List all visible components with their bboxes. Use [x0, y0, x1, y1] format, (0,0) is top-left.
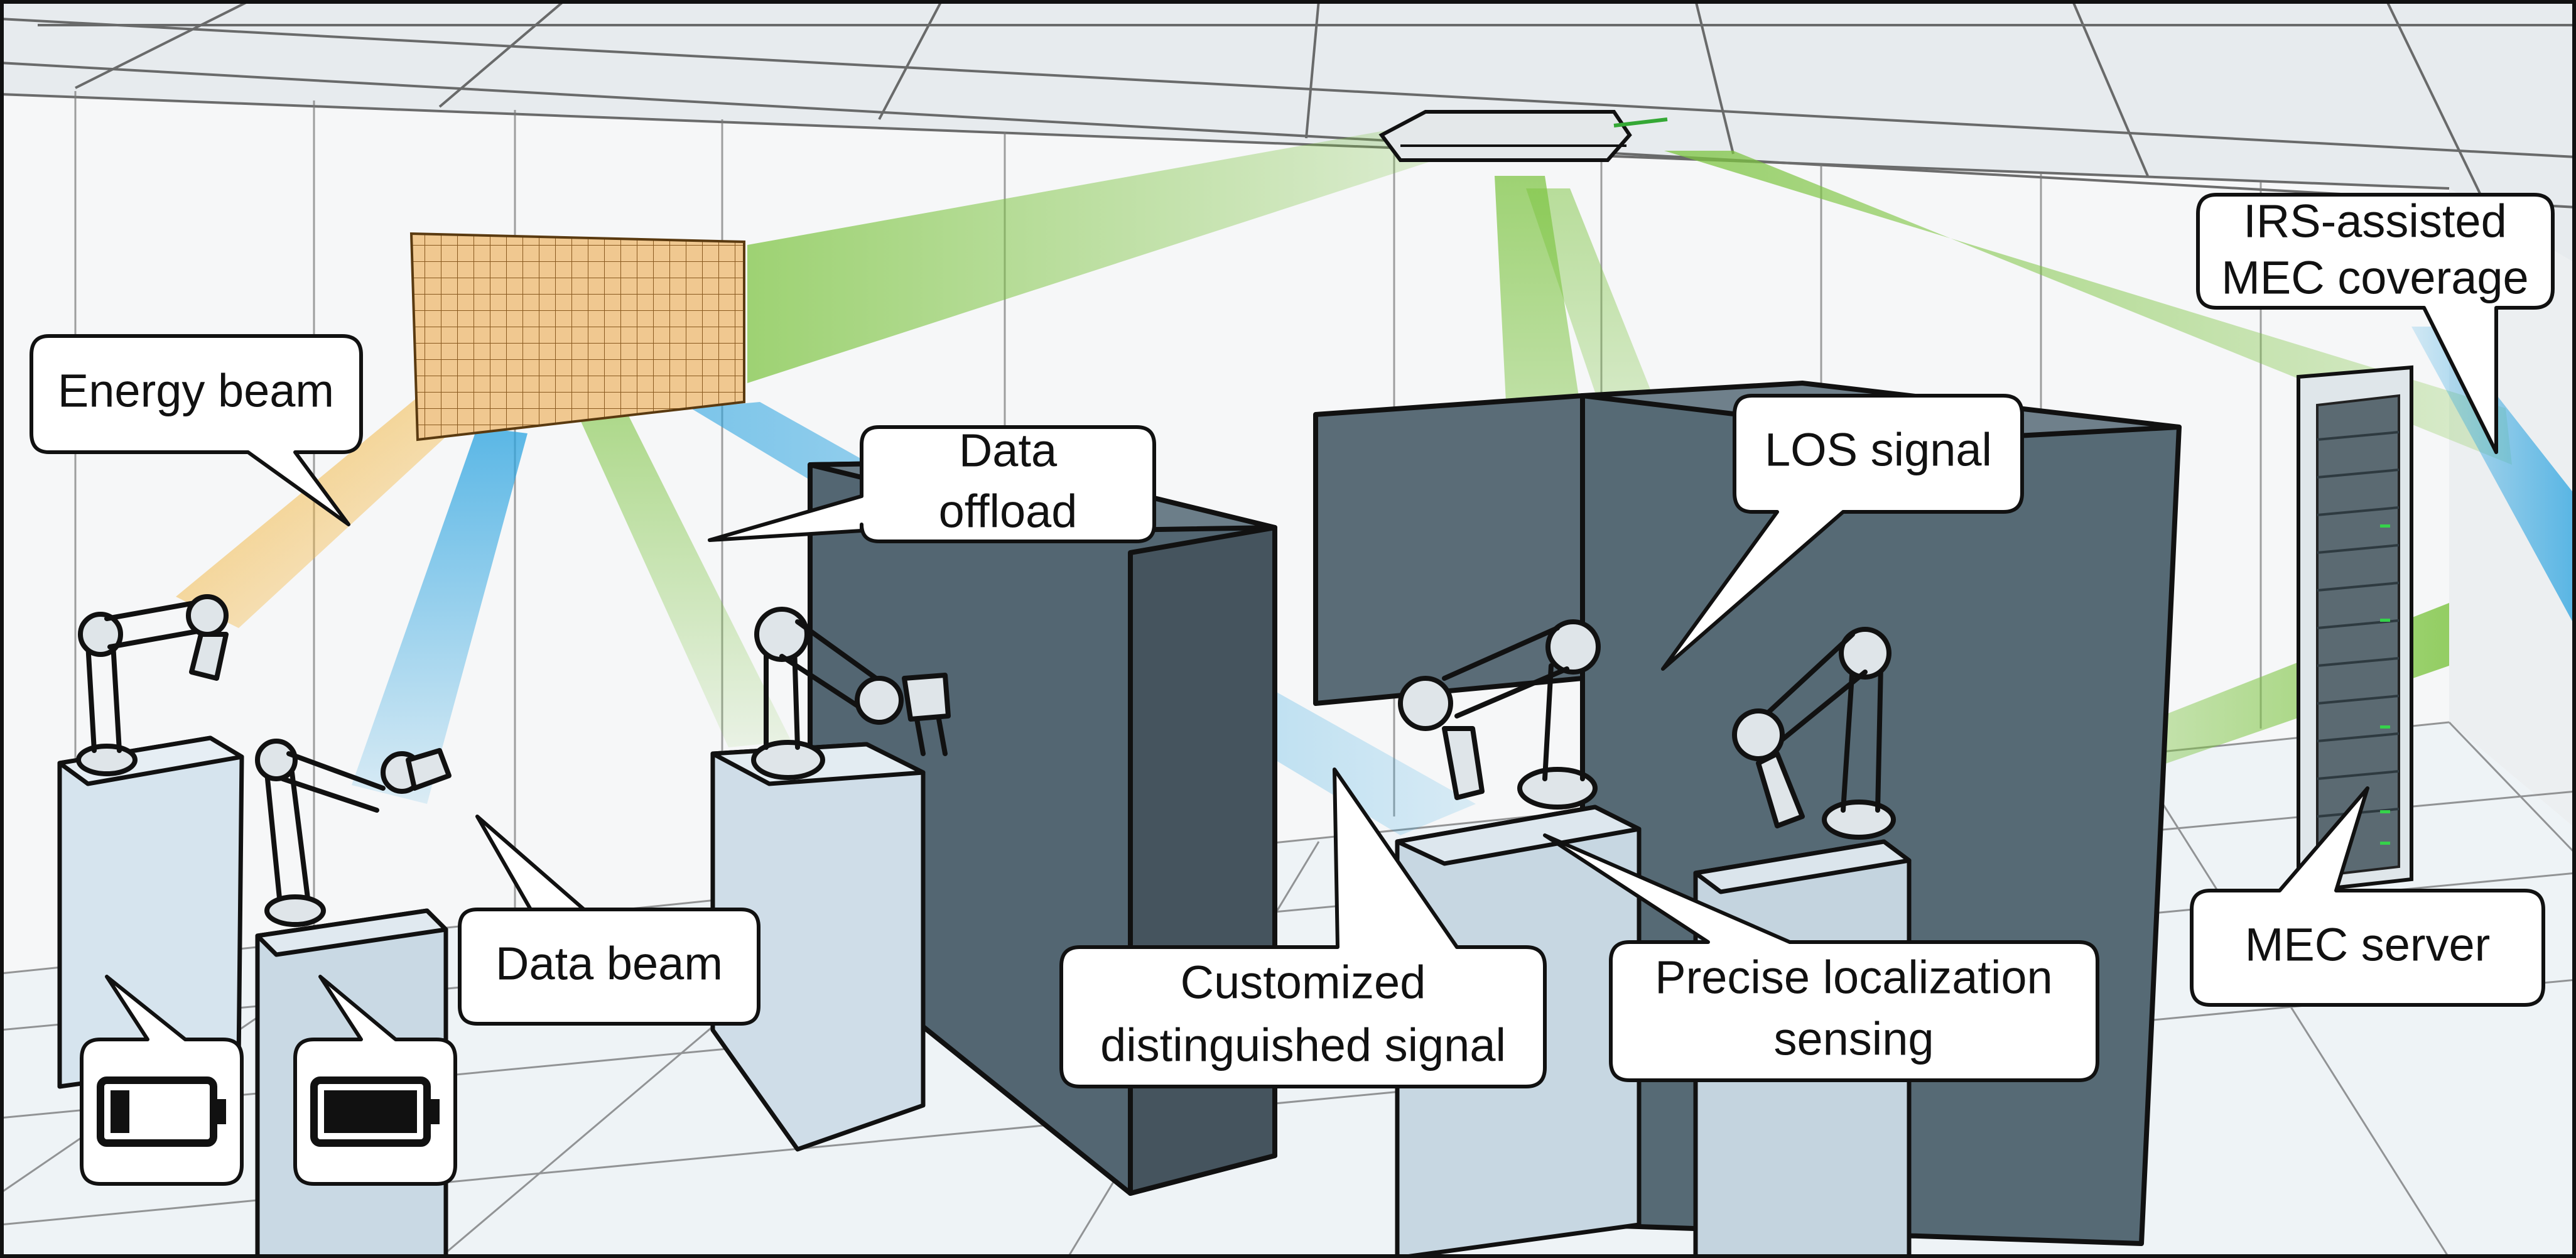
battery-icon — [310, 1076, 440, 1147]
robot-arms — [76, 594, 1896, 927]
energy-beam-callout: Energy beam — [30, 334, 363, 526]
access-point-icon — [1378, 110, 1668, 162]
irs-mec-coverage-callout: IRS-assisted MEC coverage — [2196, 193, 2555, 454]
robot-arm-icon — [255, 739, 452, 927]
mec-server-icon — [2297, 365, 2413, 894]
battery-fill-2 — [324, 1090, 417, 1133]
customized-signal-label-line2: distinguished signal — [1100, 1019, 1506, 1071]
robot-arm-icon — [1732, 627, 1896, 840]
irs-panel-icon — [409, 232, 745, 442]
data-offload-label-line2: offload — [939, 485, 1078, 538]
robot-arm-icon — [76, 594, 229, 776]
los-signal-callout: LOS signal — [1661, 394, 2024, 671]
data-offload-label-line1: Data — [959, 425, 1058, 477]
data-beam-callout: Data beam — [458, 815, 760, 1026]
callouts: Energy beam Data offload LOS signal IRS-… — [30, 193, 2555, 1186]
battery-fill-1 — [111, 1090, 129, 1133]
battery-icons — [97, 1076, 440, 1147]
mec-server-label: MEC server — [2245, 919, 2491, 971]
energy-beam-label: Energy beam — [58, 365, 334, 417]
precise-localization-label-line2: sensing — [1773, 1013, 1934, 1065]
precise-localization-callout: Precise localization sensing — [1543, 833, 2099, 1082]
battery-icon — [97, 1076, 226, 1147]
robot-arm-icon — [751, 607, 951, 780]
los-signal-label: LOS signal — [1765, 424, 1992, 476]
data-beam-label: Data beam — [495, 938, 723, 990]
customized-signal-label-line1: Customized — [1181, 957, 1426, 1009]
data-offload-callout: Data offload — [708, 425, 1156, 543]
precise-localization-label-line1: Precise localization — [1655, 952, 2052, 1004]
customized-signal-callout: Customized distinguished signal — [1059, 767, 1547, 1088]
irs-mec-coverage-label-line2: MEC coverage — [2221, 252, 2528, 304]
mec-server-callout: MEC server — [2190, 786, 2545, 1007]
robot-arm-icon — [1398, 619, 1601, 810]
irs-mec-coverage-label-line1: IRS-assisted — [2243, 195, 2506, 247]
